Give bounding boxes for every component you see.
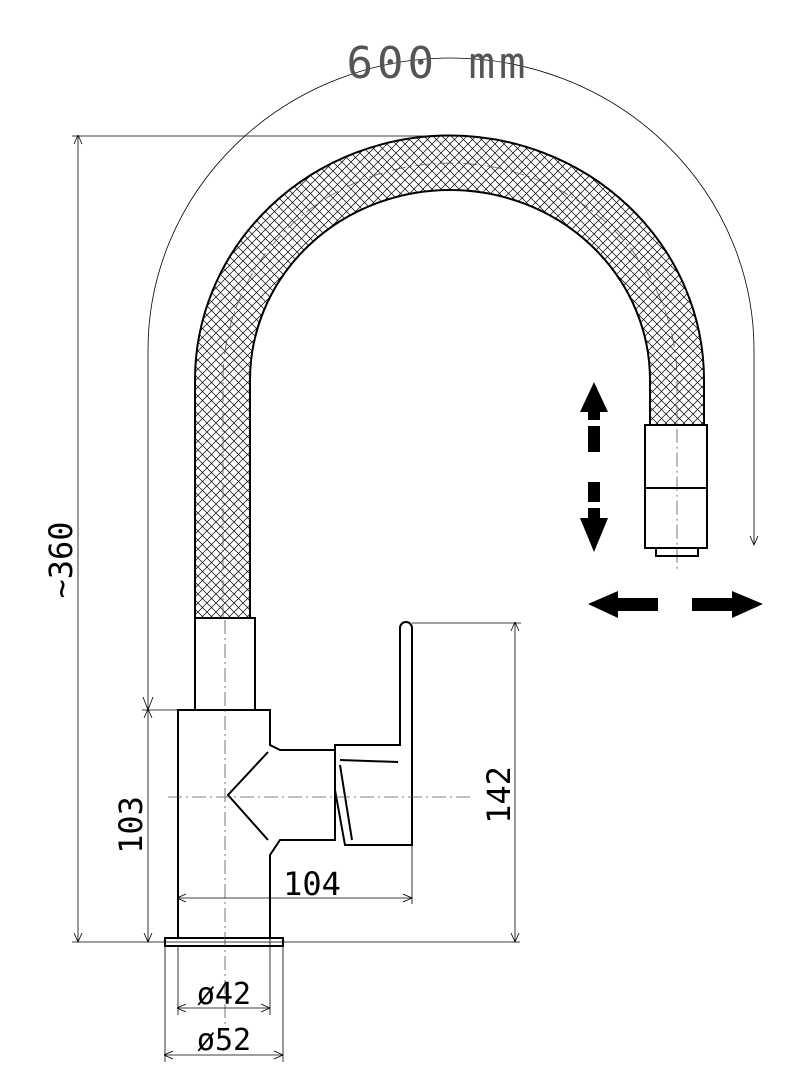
arrow-right-icon	[692, 591, 763, 618]
handle-reach-label: 104	[283, 865, 341, 903]
total-height-label: ~360	[42, 521, 80, 598]
arrow-down-icon	[580, 482, 608, 552]
body-cartridge-detail	[226, 751, 269, 841]
spout-hose	[194, 134, 705, 619]
outer-diameter-label: ø52	[197, 1023, 251, 1058]
inner-diameter-label: ø42	[197, 977, 251, 1012]
reach-arc	[147, 57, 754, 710]
faucet-body	[177, 709, 336, 939]
arrow-left-icon	[588, 591, 658, 618]
spout-centerline	[222, 162, 678, 618]
reach-dimension-label: 600 mm	[347, 38, 530, 89]
spray-head	[644, 424, 708, 557]
arrow-up-icon	[580, 382, 608, 452]
body-height-label: 103	[112, 796, 150, 854]
lever-height-label: 142	[480, 766, 518, 824]
lever-handle-detail	[339, 759, 399, 841]
